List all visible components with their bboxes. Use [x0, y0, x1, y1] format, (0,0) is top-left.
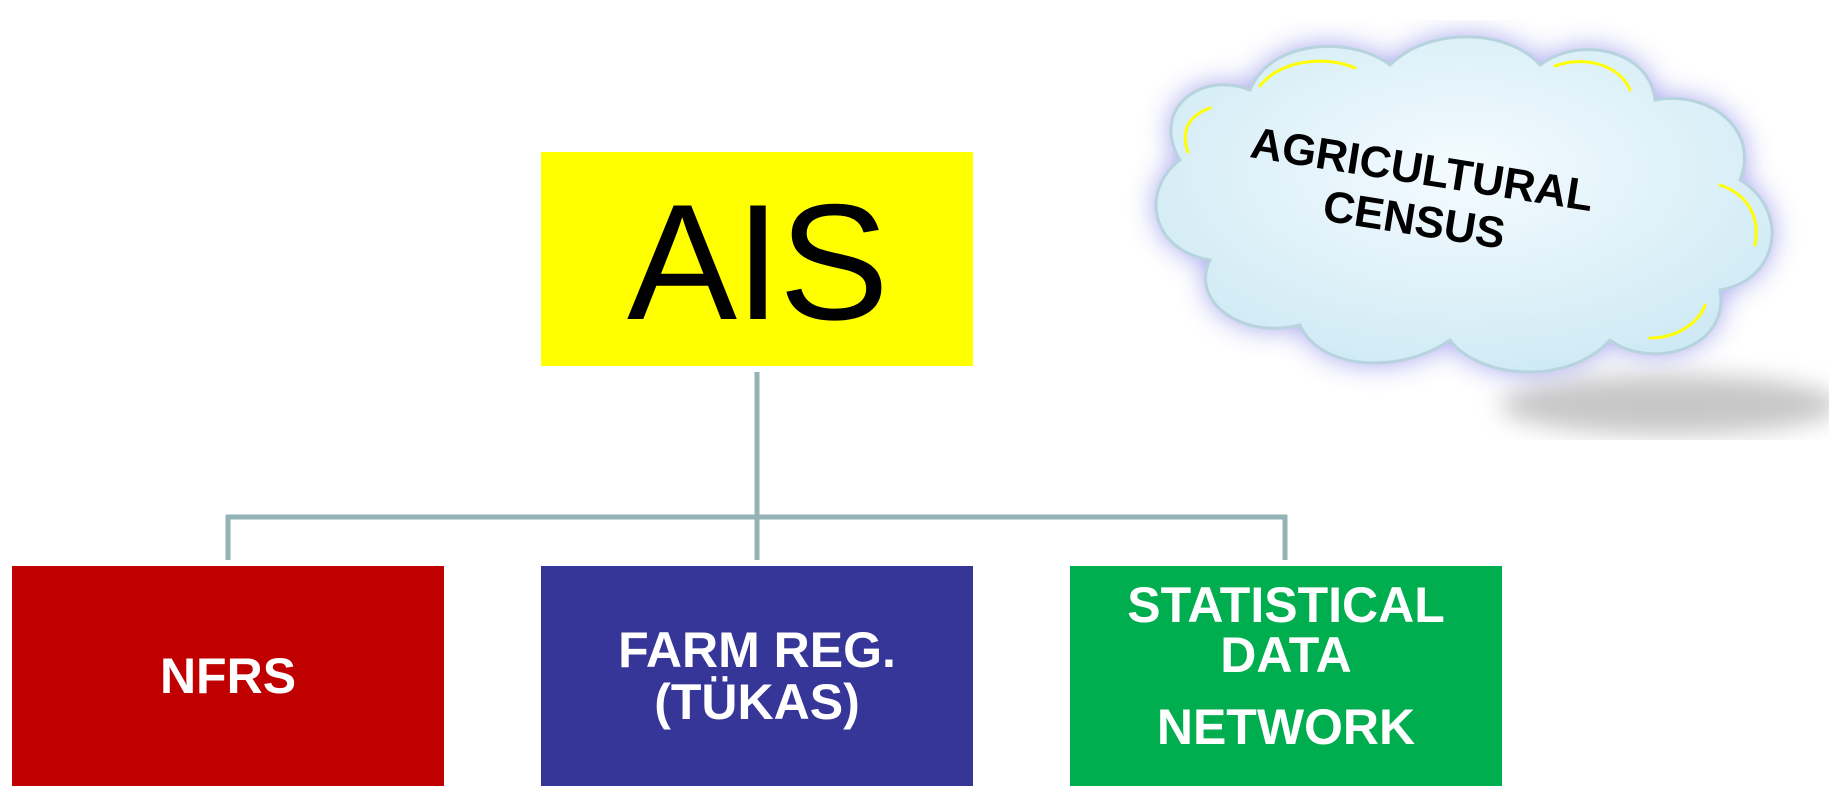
child-node-label-line-2: (TÜKAS) [654, 674, 860, 730]
child-node-statistical-data-network: STATISTICAL DATA NETWORK [1070, 566, 1502, 786]
cloud-highlights [1183, 59, 1758, 340]
child-node-farm-reg: FARM REG. (TÜKAS) [541, 566, 973, 786]
root-node-ais: AIS [541, 152, 973, 366]
cloud-shape [1154, 35, 1829, 435]
cloud-shadow [1500, 375, 1829, 435]
child-node-nfrs: NFRS [12, 566, 444, 786]
root-node-label: AIS [627, 169, 889, 354]
cloud-body [1154, 35, 1774, 374]
child-node-label: NFRS [159, 648, 297, 704]
child-node-label-line-1: STATISTICAL [1127, 577, 1445, 633]
child-node-label-line-3: NETWORK [1156, 699, 1416, 755]
child-node-label-line-1: FARM REG. [618, 622, 896, 678]
child-node-label-line-2: DATA [1220, 627, 1352, 683]
